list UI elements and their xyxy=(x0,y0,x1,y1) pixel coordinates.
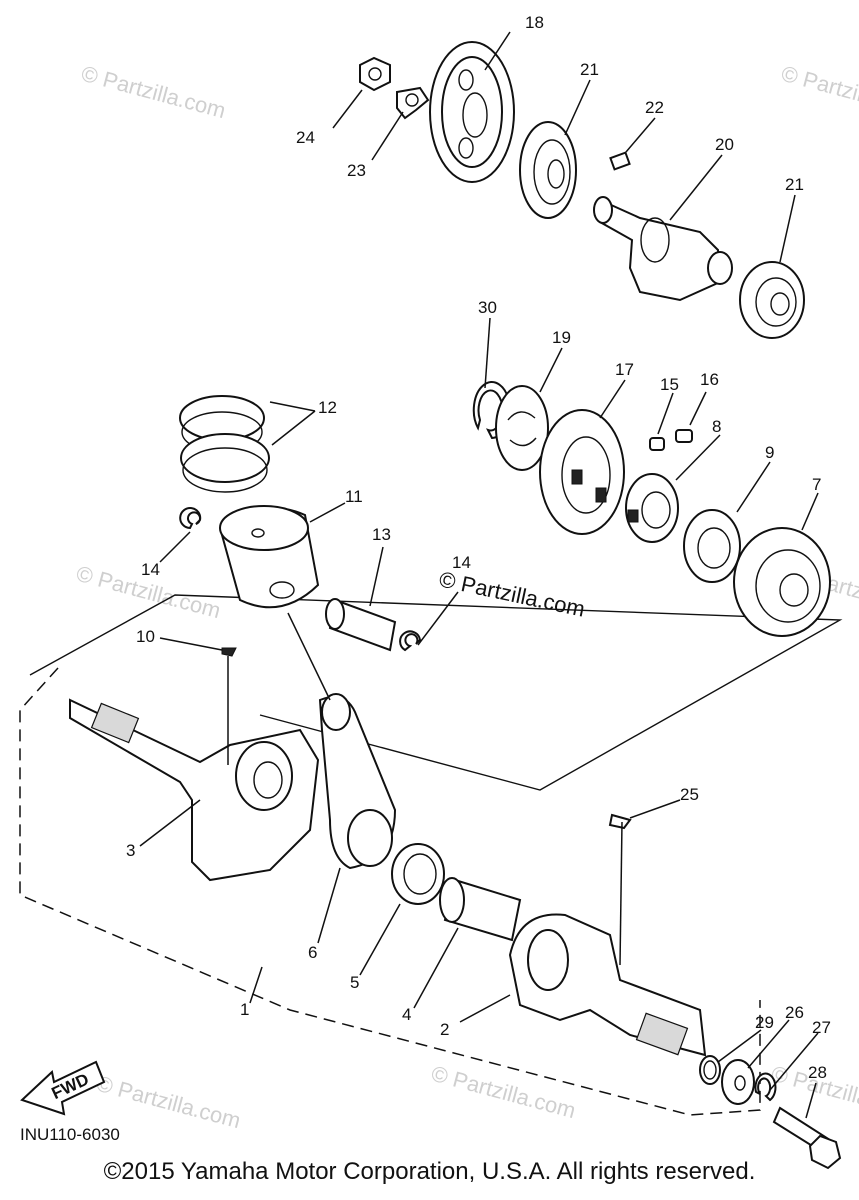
piston-11 xyxy=(219,505,320,609)
part-label: 14 xyxy=(141,560,160,579)
gear-19 xyxy=(429,41,515,183)
key-22 xyxy=(609,151,631,171)
part-label: 22 xyxy=(645,98,664,117)
part-label: 3 xyxy=(126,841,135,860)
circlip-14-right xyxy=(399,630,422,652)
part-number-labels: 18 21 22 20 21 24 23 30 19 17 15 16 8 9 … xyxy=(126,13,831,1082)
crank-half-2 xyxy=(508,913,707,1057)
lock-washer-23 xyxy=(396,86,430,120)
part-label: 30 xyxy=(478,298,497,317)
part-label: 9 xyxy=(765,443,774,462)
pin-16 xyxy=(675,429,693,443)
part-label: 23 xyxy=(347,161,366,180)
key-25 xyxy=(608,813,632,830)
plate-18 xyxy=(495,385,549,471)
part-label: 18 xyxy=(525,13,544,32)
watermark: © Partzilla.com xyxy=(79,61,229,124)
needle-bearing-5 xyxy=(391,843,445,905)
bearing-7 xyxy=(733,527,831,637)
crank-half-3 xyxy=(69,698,320,882)
part-label: 21 xyxy=(785,175,804,194)
crankshaft-group xyxy=(69,647,842,1170)
part-label: 11 xyxy=(345,487,363,506)
bearing-21-upper xyxy=(519,121,577,219)
balancer-shaft-20 xyxy=(593,196,733,302)
part-label: 8 xyxy=(712,417,721,436)
balancer-shaft-group xyxy=(359,41,805,339)
piston-group xyxy=(179,395,422,652)
o-ring-29 xyxy=(699,1055,721,1085)
fwd-arrow-icon: FWD xyxy=(20,1060,106,1116)
part-label: 15 xyxy=(660,375,679,394)
part-label: 16 xyxy=(700,370,719,389)
assembly-outline xyxy=(19,594,843,1116)
part-label: 12 xyxy=(318,398,337,417)
watermark: © Partzilla.com xyxy=(94,1071,244,1134)
part-label: 28 xyxy=(808,1063,827,1082)
leader-lines xyxy=(139,31,819,1119)
part-label: 27 xyxy=(812,1018,831,1037)
part-label: 19 xyxy=(552,328,571,347)
part-label: 4 xyxy=(402,1005,411,1024)
part-label: 5 xyxy=(350,973,359,992)
part-label: 1 xyxy=(240,1000,249,1019)
part-label: 14 xyxy=(452,553,471,572)
part-label: 29 xyxy=(755,1013,774,1032)
part-label: 24 xyxy=(296,128,315,147)
drive-gear-group xyxy=(472,381,831,637)
part-label: 2 xyxy=(440,1020,449,1039)
circlip-14-left xyxy=(179,507,202,530)
part-label: 25 xyxy=(680,785,699,804)
part-label: 17 xyxy=(615,360,634,379)
watermark: © Partzilla.com xyxy=(429,1061,579,1124)
crank-pin-4 xyxy=(439,877,522,942)
diagram-code: INU110-6030 xyxy=(20,1125,120,1144)
part-label: 10 xyxy=(136,627,155,646)
washer-26 xyxy=(721,1059,755,1105)
part-label: 13 xyxy=(372,525,391,544)
watermark-main: © Partzilla.com xyxy=(437,566,587,621)
part-label: 6 xyxy=(308,943,317,962)
part-label: 26 xyxy=(785,1003,804,1022)
bearing-21-lower xyxy=(739,261,805,339)
collar-8 xyxy=(625,473,679,543)
nut-24 xyxy=(359,56,391,92)
connecting-rod-6 xyxy=(318,693,397,870)
washer-9 xyxy=(683,509,741,583)
key-10 xyxy=(221,647,237,657)
bolt-28 xyxy=(772,1106,842,1170)
part-label: 7 xyxy=(812,475,821,494)
piston-pin-13 xyxy=(325,598,397,652)
gear-17 xyxy=(539,409,625,535)
part-label: 20 xyxy=(715,135,734,154)
piston-rings-12 xyxy=(179,395,270,493)
copyright-notice: ©2015 Yamaha Motor Corporation, U.S.A. A… xyxy=(103,1158,756,1185)
spring-15 xyxy=(649,437,665,451)
lock-washer-27 xyxy=(754,1072,777,1102)
part-label: 21 xyxy=(580,60,599,79)
watermark: © Partzilla.com xyxy=(779,61,859,124)
